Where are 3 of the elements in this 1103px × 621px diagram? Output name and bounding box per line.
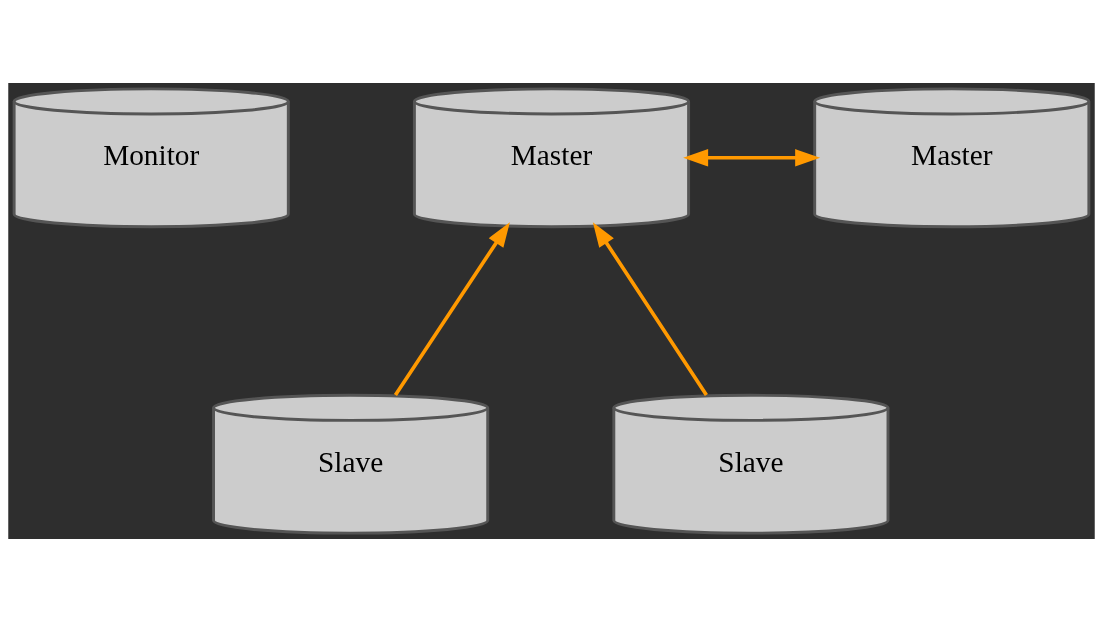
arrow <box>393 221 510 396</box>
arrow <box>683 148 821 167</box>
arrow <box>592 221 708 396</box>
